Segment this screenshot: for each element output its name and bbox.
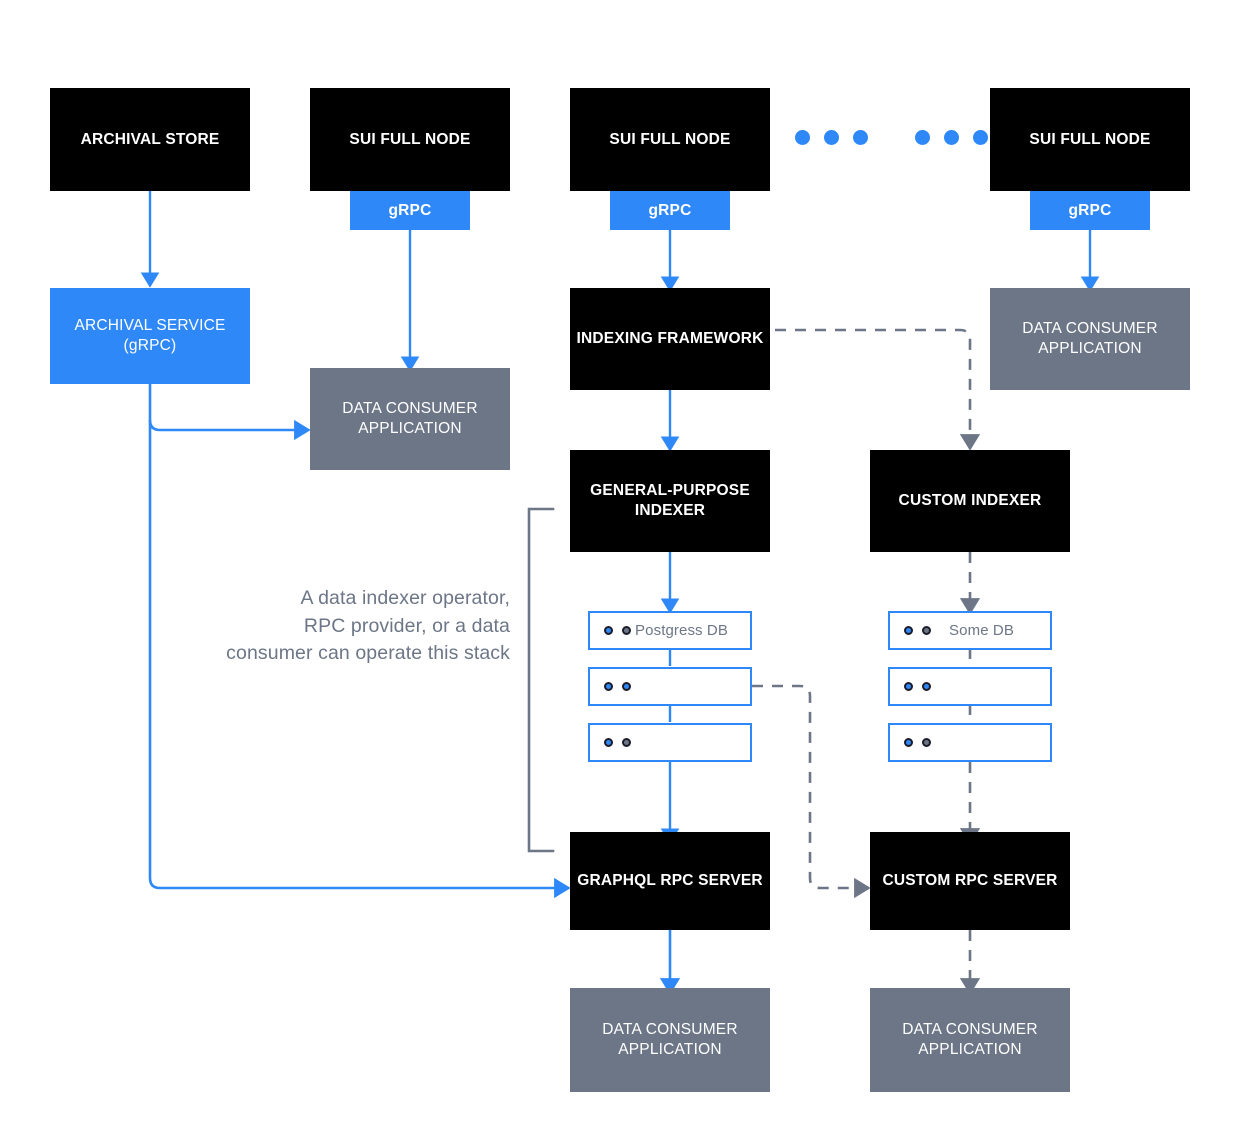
ellipsis-dot	[824, 130, 839, 145]
db-dot-blue-icon	[904, 738, 913, 747]
node-label: ARCHIVAL STORE	[80, 130, 220, 148]
node-label: SUI FULL NODE	[1029, 130, 1151, 148]
chip-grpc-2[interactable]: gRPC	[610, 191, 730, 230]
annotation-line-3: consumer can operate this stack	[226, 642, 510, 665]
db-right-row-3[interactable]	[888, 723, 1052, 762]
db-some-db[interactable]: Some DB	[888, 611, 1052, 650]
node-graphql-rpc-server[interactable]: GRAPHQL RPC SERVER	[570, 832, 770, 930]
db-dot-blue-icon	[904, 682, 913, 691]
db-dot-gray-icon	[922, 738, 931, 747]
db-left-row-2[interactable]	[588, 667, 752, 706]
db-dot-blue-icon	[622, 682, 631, 691]
node-label: SUI FULL NODE	[609, 130, 731, 148]
ellipsis-dot	[973, 130, 988, 145]
chip-grpc-3[interactable]: gRPC	[1030, 191, 1150, 230]
node-label: GRAPHQL RPC SERVER	[577, 872, 763, 890]
ellipsis-dot	[795, 130, 810, 145]
ellipsis-dot	[915, 130, 930, 145]
node-data-consumer-application-3[interactable]: DATA CONSUMER APPLICATION	[570, 988, 770, 1092]
chip-label: gRPC	[648, 201, 692, 219]
db-dot-gray-icon	[622, 738, 631, 747]
node-data-consumer-application-1[interactable]: DATA CONSUMER APPLICATION	[310, 368, 510, 470]
ellipsis-dot	[853, 130, 868, 145]
node-custom-indexer[interactable]: CUSTOM INDEXER	[870, 450, 1070, 552]
chip-grpc-1[interactable]: gRPC	[350, 191, 470, 230]
node-label: DATA CONSUMER APPLICATION	[342, 400, 478, 437]
db-left-row-3[interactable]	[588, 723, 752, 762]
db-dot-gray-icon	[622, 626, 631, 635]
db-status-dots	[604, 626, 631, 635]
db-label: Some DB	[949, 622, 1014, 639]
node-custom-rpc-server[interactable]: CUSTOM RPC SERVER	[870, 832, 1070, 930]
node-label: CUSTOM INDEXER	[898, 492, 1042, 510]
node-data-consumer-application-2[interactable]: DATA CONSUMER APPLICATION	[990, 288, 1190, 390]
db-status-dots	[904, 626, 931, 635]
annotation-line-1: A data indexer operator,	[300, 587, 510, 609]
node-label: ARCHIVAL SERVICE (gRPC)	[74, 317, 226, 354]
db-status-dots	[604, 682, 631, 691]
node-label: DATA CONSUMER APPLICATION	[602, 1021, 738, 1058]
chip-label: gRPC	[388, 201, 432, 219]
chip-label: gRPC	[1068, 201, 1112, 219]
node-sui-full-node-3[interactable]: SUI FULL NODE	[990, 88, 1190, 191]
ellipsis-dot	[944, 130, 959, 145]
db-dot-blue-icon	[604, 682, 613, 691]
db-dot-blue-icon	[922, 682, 931, 691]
node-indexing-framework[interactable]: INDEXING FRAMEWORK	[570, 288, 770, 390]
node-label: DATA CONSUMER APPLICATION	[1022, 320, 1158, 357]
stack-operator-annotation: A data indexer operator, RPC provider, o…	[170, 585, 510, 668]
node-archival-store[interactable]: ARCHIVAL STORE	[50, 88, 250, 191]
ellipsis-left	[795, 130, 868, 145]
node-archival-service[interactable]: ARCHIVAL SERVICE (gRPC)	[50, 288, 250, 384]
node-label: CUSTOM RPC SERVER	[882, 872, 1058, 890]
db-status-dots	[904, 738, 931, 747]
db-dot-blue-icon	[904, 626, 913, 635]
ellipsis-right	[915, 130, 988, 145]
node-sui-full-node-1[interactable]: SUI FULL NODE	[310, 88, 510, 191]
db-dot-blue-icon	[604, 738, 613, 747]
db-status-dots	[604, 738, 631, 747]
node-sui-full-node-2[interactable]: SUI FULL NODE	[570, 88, 770, 191]
node-label: GENERAL-PURPOSE INDEXER	[590, 482, 750, 519]
db-dot-blue-icon	[604, 626, 613, 635]
db-label: Postgress DB	[635, 622, 728, 639]
annotation-line-2: RPC provider, or a data	[303, 614, 510, 637]
node-general-purpose-indexer[interactable]: GENERAL-PURPOSE INDEXER	[570, 450, 770, 552]
db-dot-gray-icon	[922, 626, 931, 635]
node-label: DATA CONSUMER APPLICATION	[902, 1021, 1038, 1058]
node-data-consumer-application-4[interactable]: DATA CONSUMER APPLICATION	[870, 988, 1070, 1092]
db-postgress-db[interactable]: Postgress DB	[588, 611, 752, 650]
db-status-dots	[904, 682, 931, 691]
node-label: INDEXING FRAMEWORK	[576, 330, 764, 348]
db-right-row-2[interactable]	[888, 667, 1052, 706]
node-label: SUI FULL NODE	[349, 130, 471, 148]
